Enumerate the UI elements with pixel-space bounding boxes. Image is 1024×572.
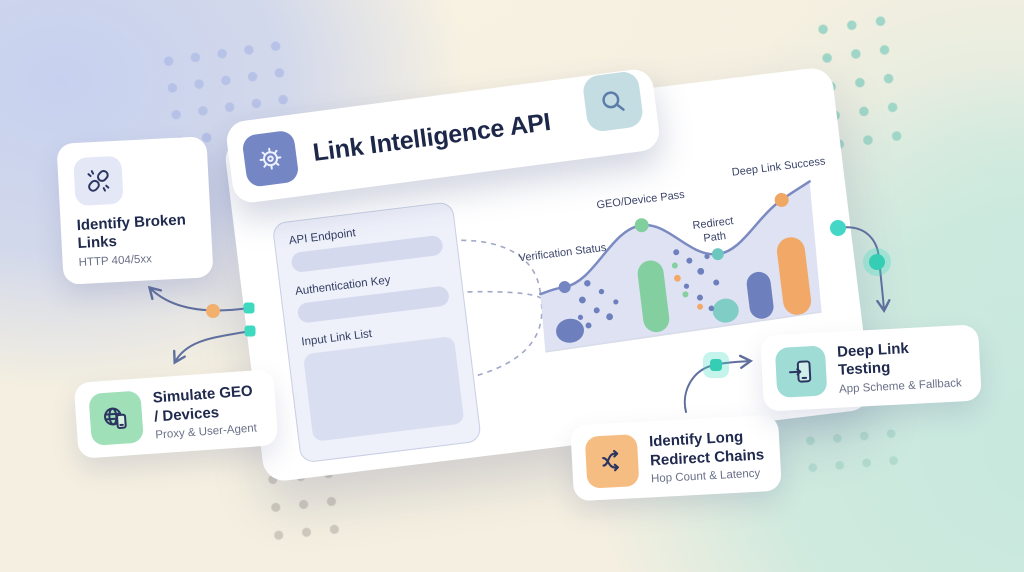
dashed-flow-lines	[461, 239, 543, 377]
pipeline-chart	[461, 180, 822, 377]
callout-identify-long-redirect-chains: Identify Long Redirect Chains Hop Count …	[570, 414, 782, 502]
callout-subtitle: Hop Count & Latency	[650, 467, 761, 486]
callout-text: Deep Link Testing App Scheme & Fallback	[837, 337, 968, 395]
redirect-chain-icon	[584, 434, 640, 489]
callout-text: Identify Broken Links HTTP 404/5xx	[76, 211, 197, 269]
callout-deep-link-testing: Deep Link Testing App Scheme & Fallback	[760, 324, 982, 412]
callout-text: Simulate GEO / Devices Proxy & User-Agen…	[152, 382, 263, 441]
teal-glow-dot	[863, 248, 891, 276]
input-link-list-field	[302, 335, 465, 442]
callout-identify-broken-links: Identify Broken Links HTTP 404/5xx	[56, 136, 214, 285]
callout-subtitle: HTTP 404/5xx	[78, 252, 153, 269]
deep-link-icon	[774, 345, 828, 398]
callout-title: Deep Link Testing	[836, 340, 910, 380]
page-title: Link Intelligence API	[311, 107, 553, 167]
chart-decorative-marks	[556, 237, 812, 343]
callout-subtitle: App Scheme & Fallback	[838, 376, 962, 396]
chart-baseline	[545, 311, 822, 353]
dot-pattern-bottom-right	[795, 419, 901, 483]
callout-title: Simulate GEO / Devices	[152, 382, 254, 426]
chart-milestone-dots	[558, 192, 789, 294]
search-icon	[581, 70, 645, 133]
callout-title: Identify Broken Links	[76, 211, 187, 253]
callout-simulate-geo-devices: Simulate GEO / Devices Proxy & User-Agen…	[73, 369, 279, 459]
callout-title: Identify Long Redirect Chains	[648, 428, 765, 469]
api-request-panel: API Endpoint Authentication Key Input Li…	[271, 201, 482, 464]
gear-icon	[241, 129, 300, 188]
globe-device-icon	[88, 390, 144, 446]
orange-node-dot	[206, 304, 220, 318]
callout-text: Identify Long Redirect Chains Hop Count …	[648, 428, 768, 486]
teal-glow-dot-core	[869, 254, 885, 270]
broken-link-icon	[73, 155, 124, 207]
arrow-to-simulate-geo	[172, 330, 251, 365]
arrow-to-broken-links	[147, 285, 250, 312]
dashboard-card: Verification Status GEO/Device Pass Redi…	[223, 65, 873, 484]
